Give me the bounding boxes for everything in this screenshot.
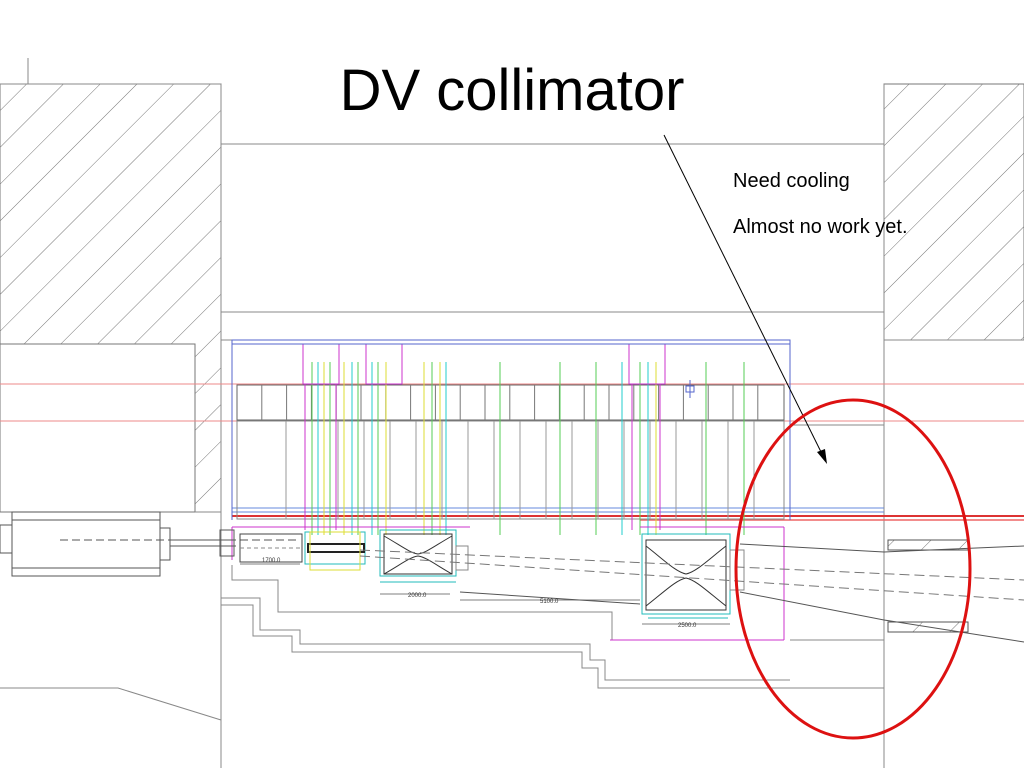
callout-arrow [663, 134, 827, 464]
blue-frame [231, 339, 791, 520]
quadrupole-1 [379, 529, 469, 583]
slide-title: DV collimator [339, 58, 685, 123]
note-almost-no-work: Almost no work yet. [733, 216, 908, 238]
color-verticals [311, 362, 745, 535]
quadrupole-2 [641, 533, 745, 619]
service-boxes [231, 343, 785, 641]
dimension-label-3: 5100.0 [540, 599, 559, 605]
hatched-wall-left [0, 83, 222, 513]
beam-envelope [359, 539, 1024, 643]
hatched-wall-right [883, 83, 1024, 341]
upstream-device [0, 511, 300, 577]
dimension-lines [240, 563, 730, 625]
note-need-cooling: Need cooling [733, 170, 850, 192]
highlight-ellipse [734, 398, 972, 740]
magnet-1 [239, 531, 366, 571]
dimension-label-2: 2000.0 [408, 593, 427, 599]
dimension-label-4: 2500.0 [678, 623, 697, 629]
dimension-label-1: 1700.0 [262, 558, 281, 564]
cell-rack [236, 384, 785, 520]
